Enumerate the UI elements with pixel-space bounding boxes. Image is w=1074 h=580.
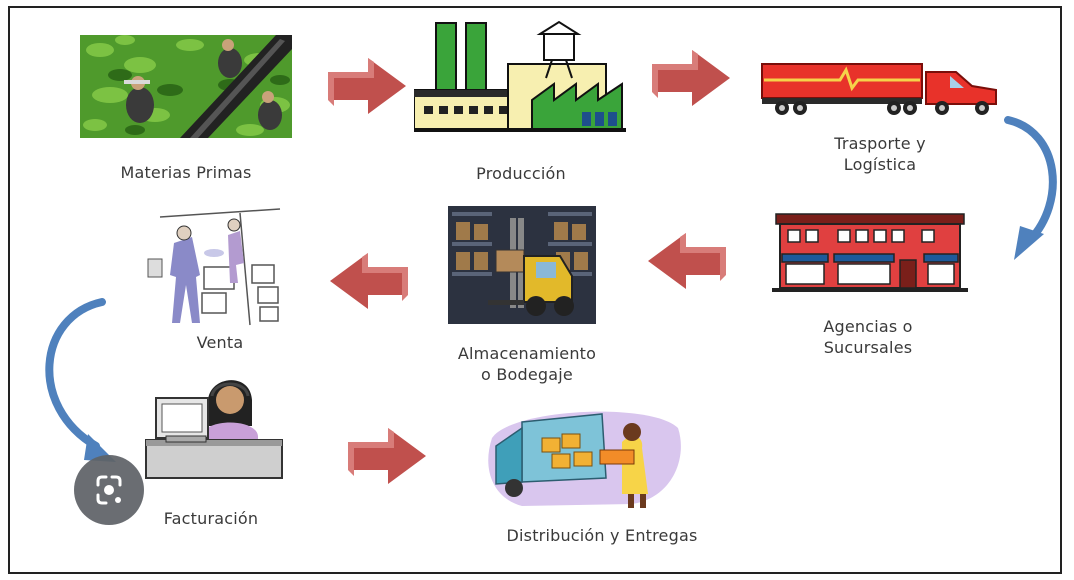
lens-icon	[96, 475, 122, 505]
truck-icon	[761, 63, 997, 115]
flow-curve-arrow	[45, 298, 116, 462]
sales-people-icon	[147, 208, 281, 326]
label-facturacion: Facturación	[163, 509, 259, 528]
label-distribucion: Distribución y Entregas	[506, 526, 698, 545]
flow-arrow-left	[648, 233, 726, 289]
flow-arrow-right	[348, 428, 426, 484]
label-materias-primas: Materias Primas	[120, 163, 252, 182]
label-venta: Venta	[196, 333, 244, 352]
flow-arrow-right	[328, 58, 406, 114]
cashier-computer-icon	[145, 380, 283, 479]
storefront-icon	[772, 213, 968, 292]
diagram-frame	[8, 6, 1062, 574]
label-transporte: Trasporte y Logística	[834, 134, 926, 174]
label-produccion: Producción	[476, 164, 566, 183]
flow-curve-arrow	[1004, 116, 1057, 260]
forklift-warehouse-icon	[448, 206, 596, 324]
lens-button[interactable]	[74, 455, 144, 525]
label-agencias: Agencias o Sucursales	[823, 317, 913, 357]
delivery-van-icon	[488, 411, 681, 508]
label-almacenamiento: Almacenamiento o Bodegaje	[457, 344, 597, 384]
flow-arrow-left	[330, 253, 408, 309]
harvest-picture	[80, 35, 292, 138]
flow-arrow-right	[652, 50, 730, 106]
factory-icon	[414, 20, 626, 132]
